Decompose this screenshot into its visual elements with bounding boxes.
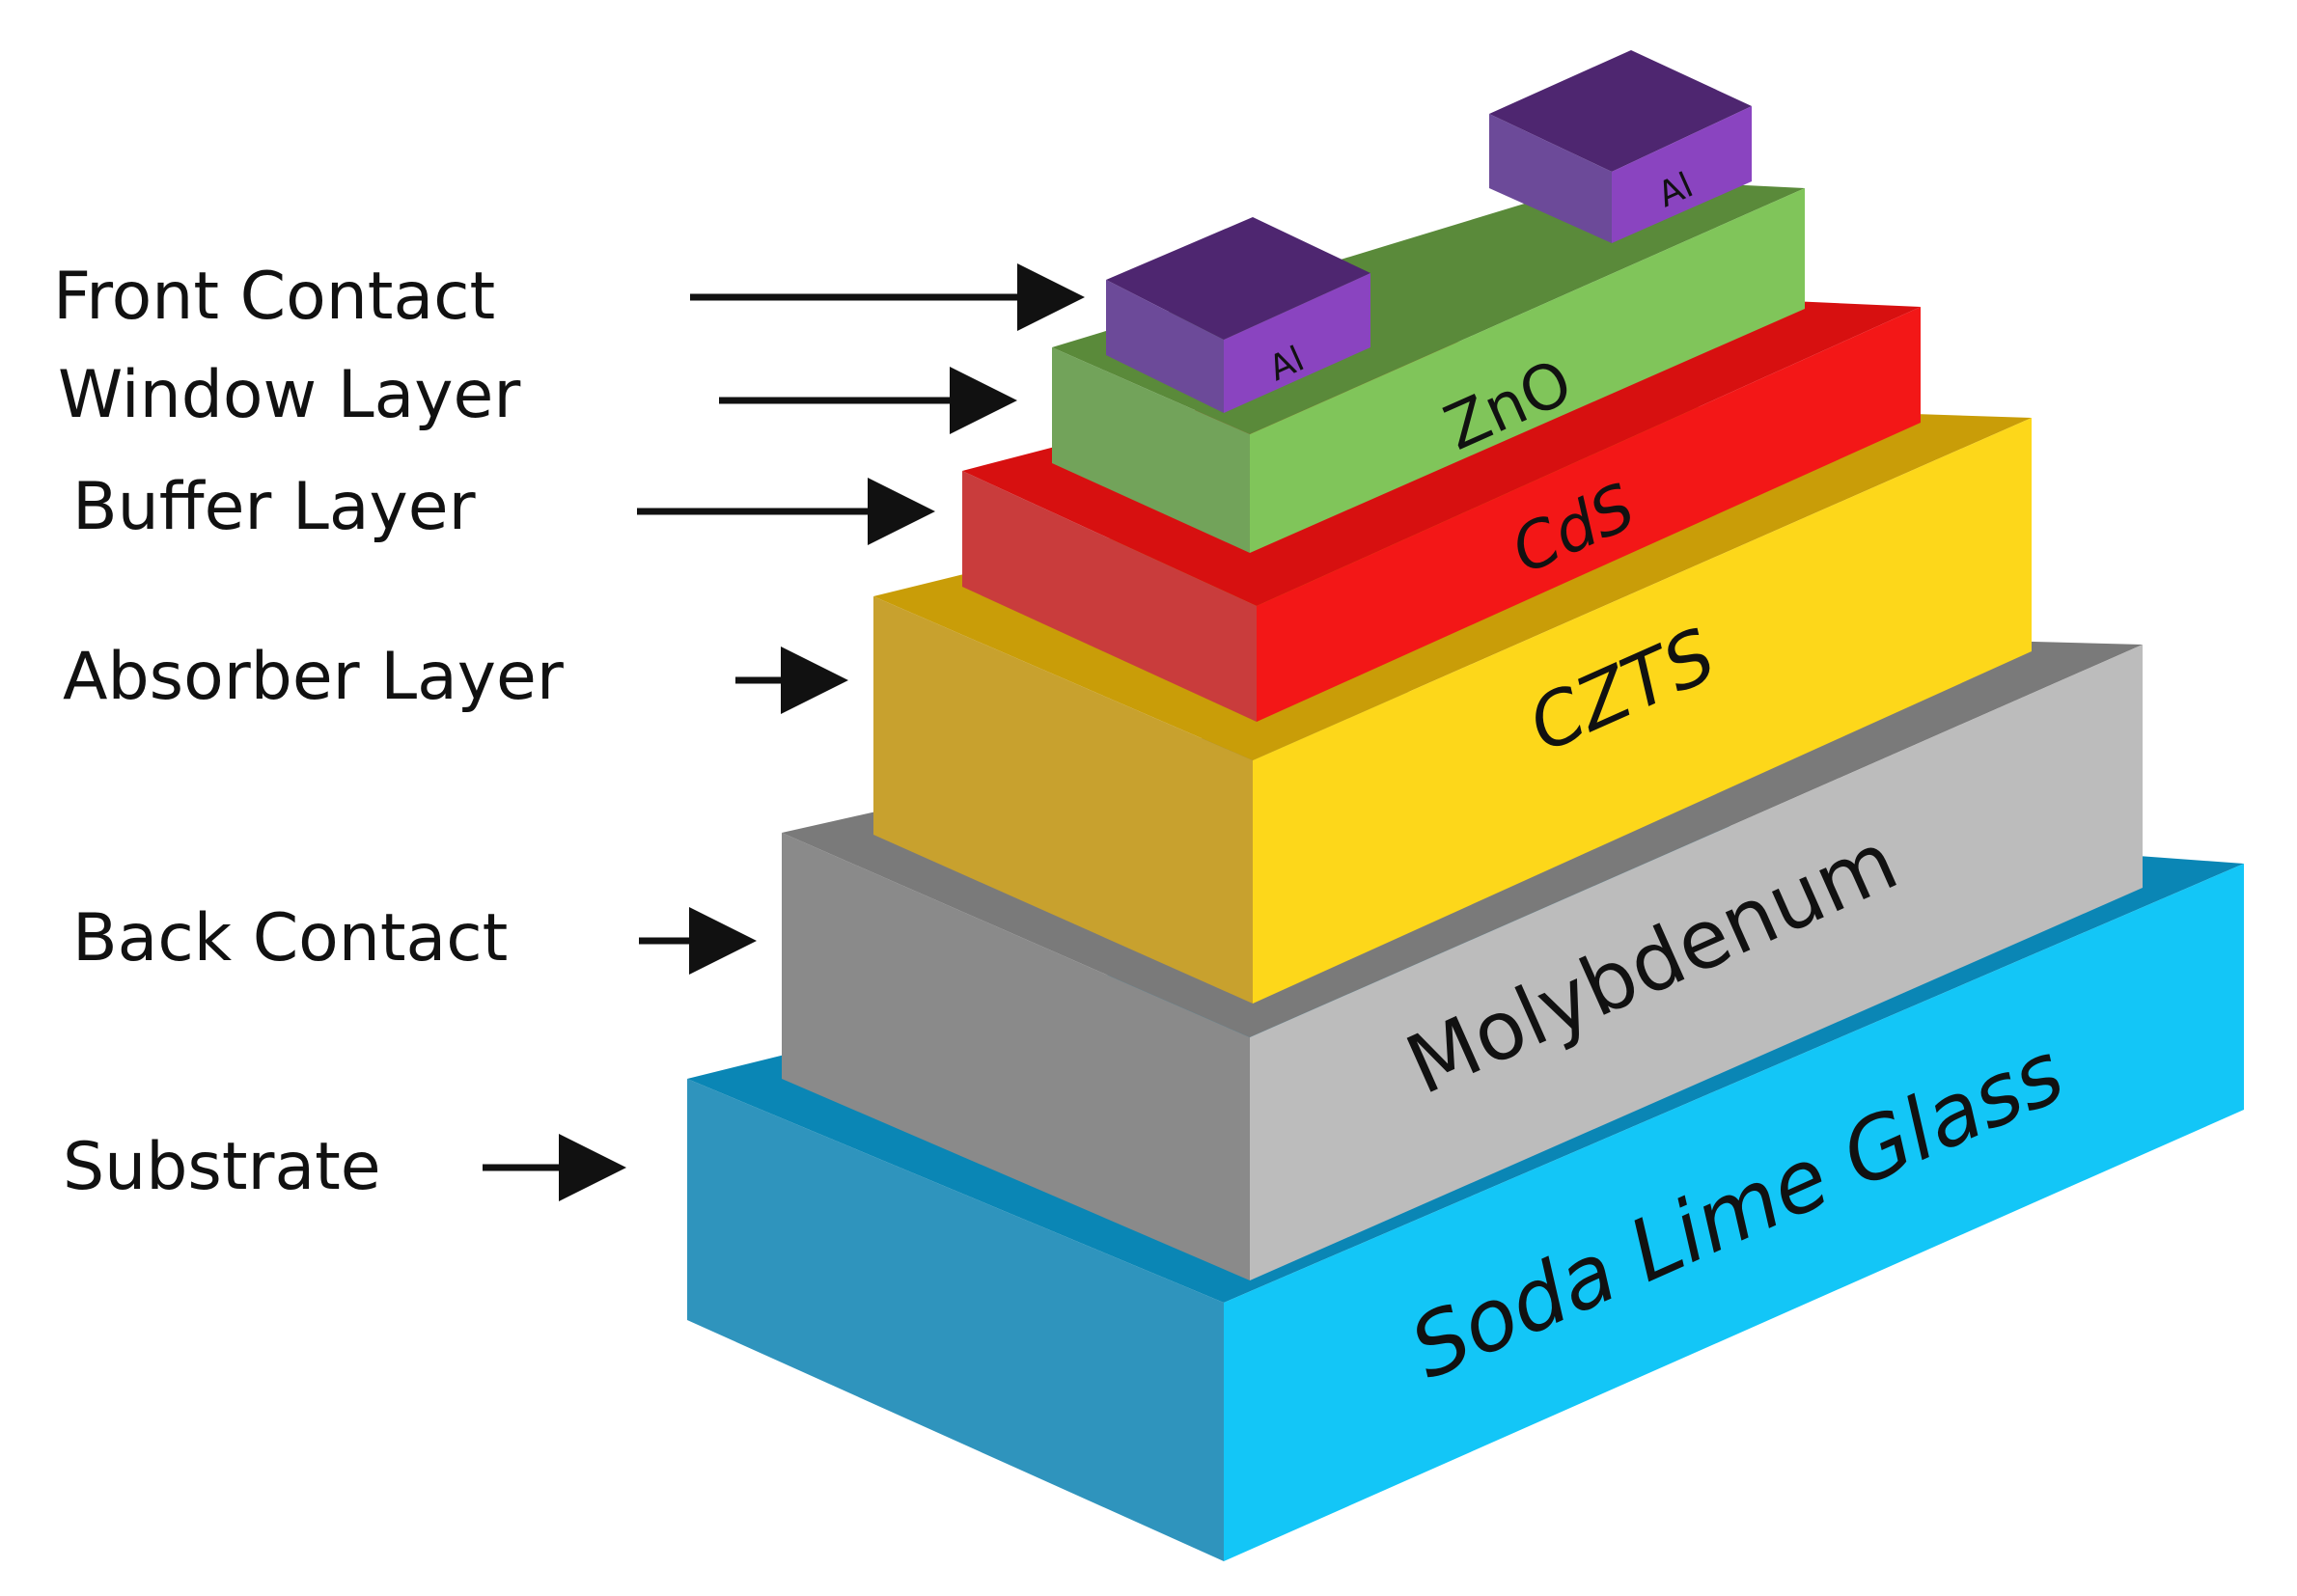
cds-left-face <box>962 471 1257 722</box>
al-right-top-face <box>1489 50 1752 172</box>
molybdenum-left-face <box>782 833 1250 1280</box>
al-left-top-face <box>1106 217 1370 340</box>
al-right-side-face <box>1489 114 1612 243</box>
substrate-label: Substrate <box>63 1129 381 1205</box>
al-contact-left <box>1106 217 1370 413</box>
molybdenum-front-face <box>1250 645 2143 1280</box>
al-right-front-face <box>1612 106 1752 243</box>
czts-left-face <box>873 596 1253 1004</box>
czts-front-face <box>1253 418 2032 1004</box>
absorber-layer-label: Absorber Layer <box>63 639 564 715</box>
glass-left-face <box>687 1079 1224 1561</box>
glass-front-face <box>1224 864 2244 1561</box>
cds-front-face <box>1257 307 1921 722</box>
al-contact-right <box>1489 50 1752 243</box>
window-layer-label: Window Layer <box>58 357 520 433</box>
back-contact-label: Back Contact <box>72 900 508 977</box>
al-left-front-face <box>1224 273 1370 413</box>
zno-left-face <box>1052 347 1250 553</box>
front-contact-label: Front Contact <box>53 259 495 335</box>
al-left-side-face <box>1106 280 1224 413</box>
zno-front-face <box>1250 188 1805 553</box>
buffer-layer-label: Buffer Layer <box>72 469 476 545</box>
